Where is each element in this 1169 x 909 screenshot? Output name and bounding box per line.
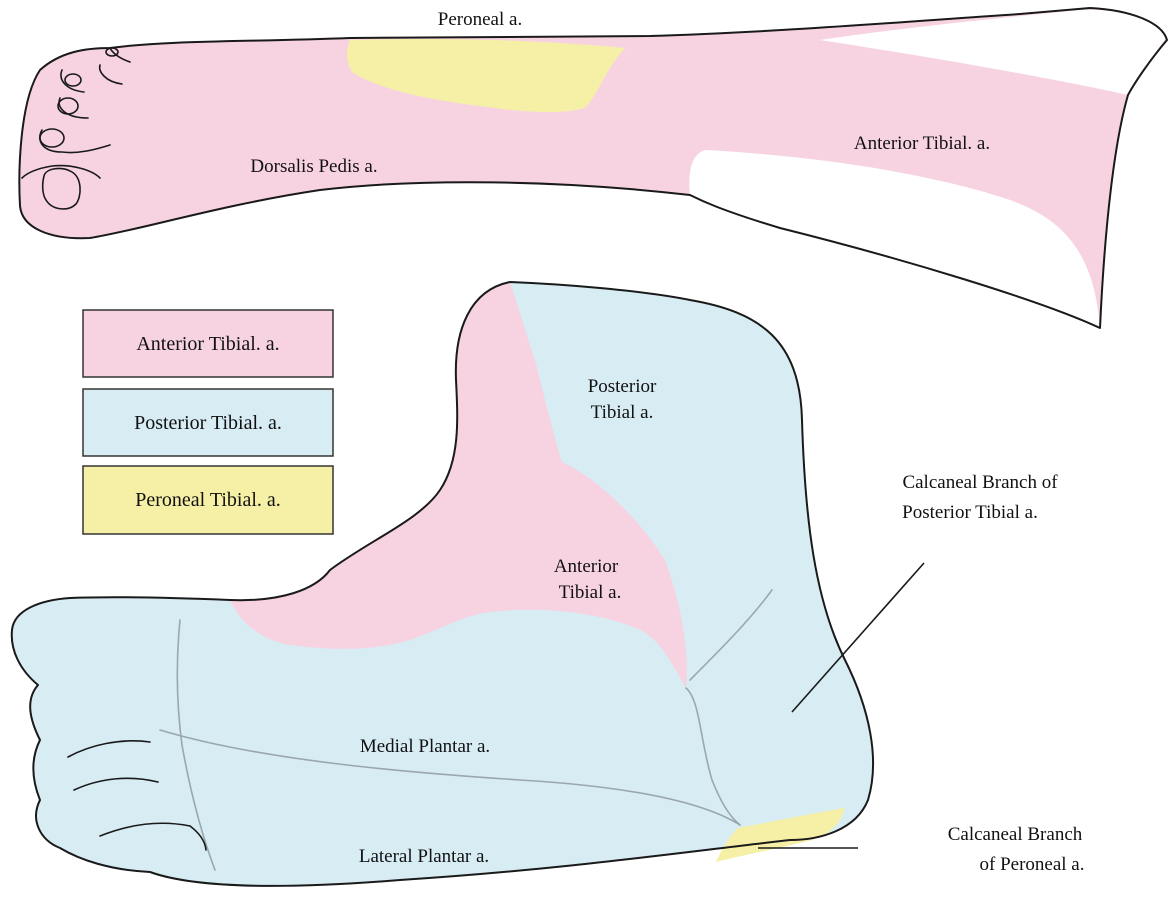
dorsal-anterior-tibial-label: Anterior Tibial. a. xyxy=(854,133,990,154)
calcaneal-posterior-label-line2: Posterior Tibial a. xyxy=(902,502,1038,523)
legend-label-posterior-tibial: Posterior Tibial. a. xyxy=(134,412,282,434)
peroneal-label: Peroneal a. xyxy=(438,9,522,30)
legend-label-peroneal: Peroneal Tibial. a. xyxy=(135,489,281,511)
dorsal-view: Peroneal a. Dorsalis Pedis a. Anterior T… xyxy=(19,8,1167,330)
legend: Anterior Tibial. a. Posterior Tibial. a.… xyxy=(83,310,333,534)
calcaneal-peroneal-label-line1: Calcaneal Branch xyxy=(948,824,1083,845)
plantar-anterior-tibial-label-line1: Anterior xyxy=(554,556,619,577)
lateral-plantar-label: Lateral Plantar a. xyxy=(359,846,489,867)
plantar-posterior-tibial-label-line1: Posterior xyxy=(588,376,657,397)
dorsalis-pedis-label: Dorsalis Pedis a. xyxy=(250,156,377,177)
legend-label-anterior-tibial: Anterior Tibial. a. xyxy=(136,333,279,355)
plantar-posterior-tibial-label-line2: Tibial a. xyxy=(591,402,654,423)
calcaneal-peroneal-label-line2: of Peroneal a. xyxy=(980,854,1085,875)
medial-plantar-label: Medial Plantar a. xyxy=(360,736,490,757)
plantar-anterior-tibial-label-line2: Tibial a. xyxy=(559,582,622,603)
calcaneal-posterior-label-line1: Calcaneal Branch of xyxy=(902,472,1058,493)
